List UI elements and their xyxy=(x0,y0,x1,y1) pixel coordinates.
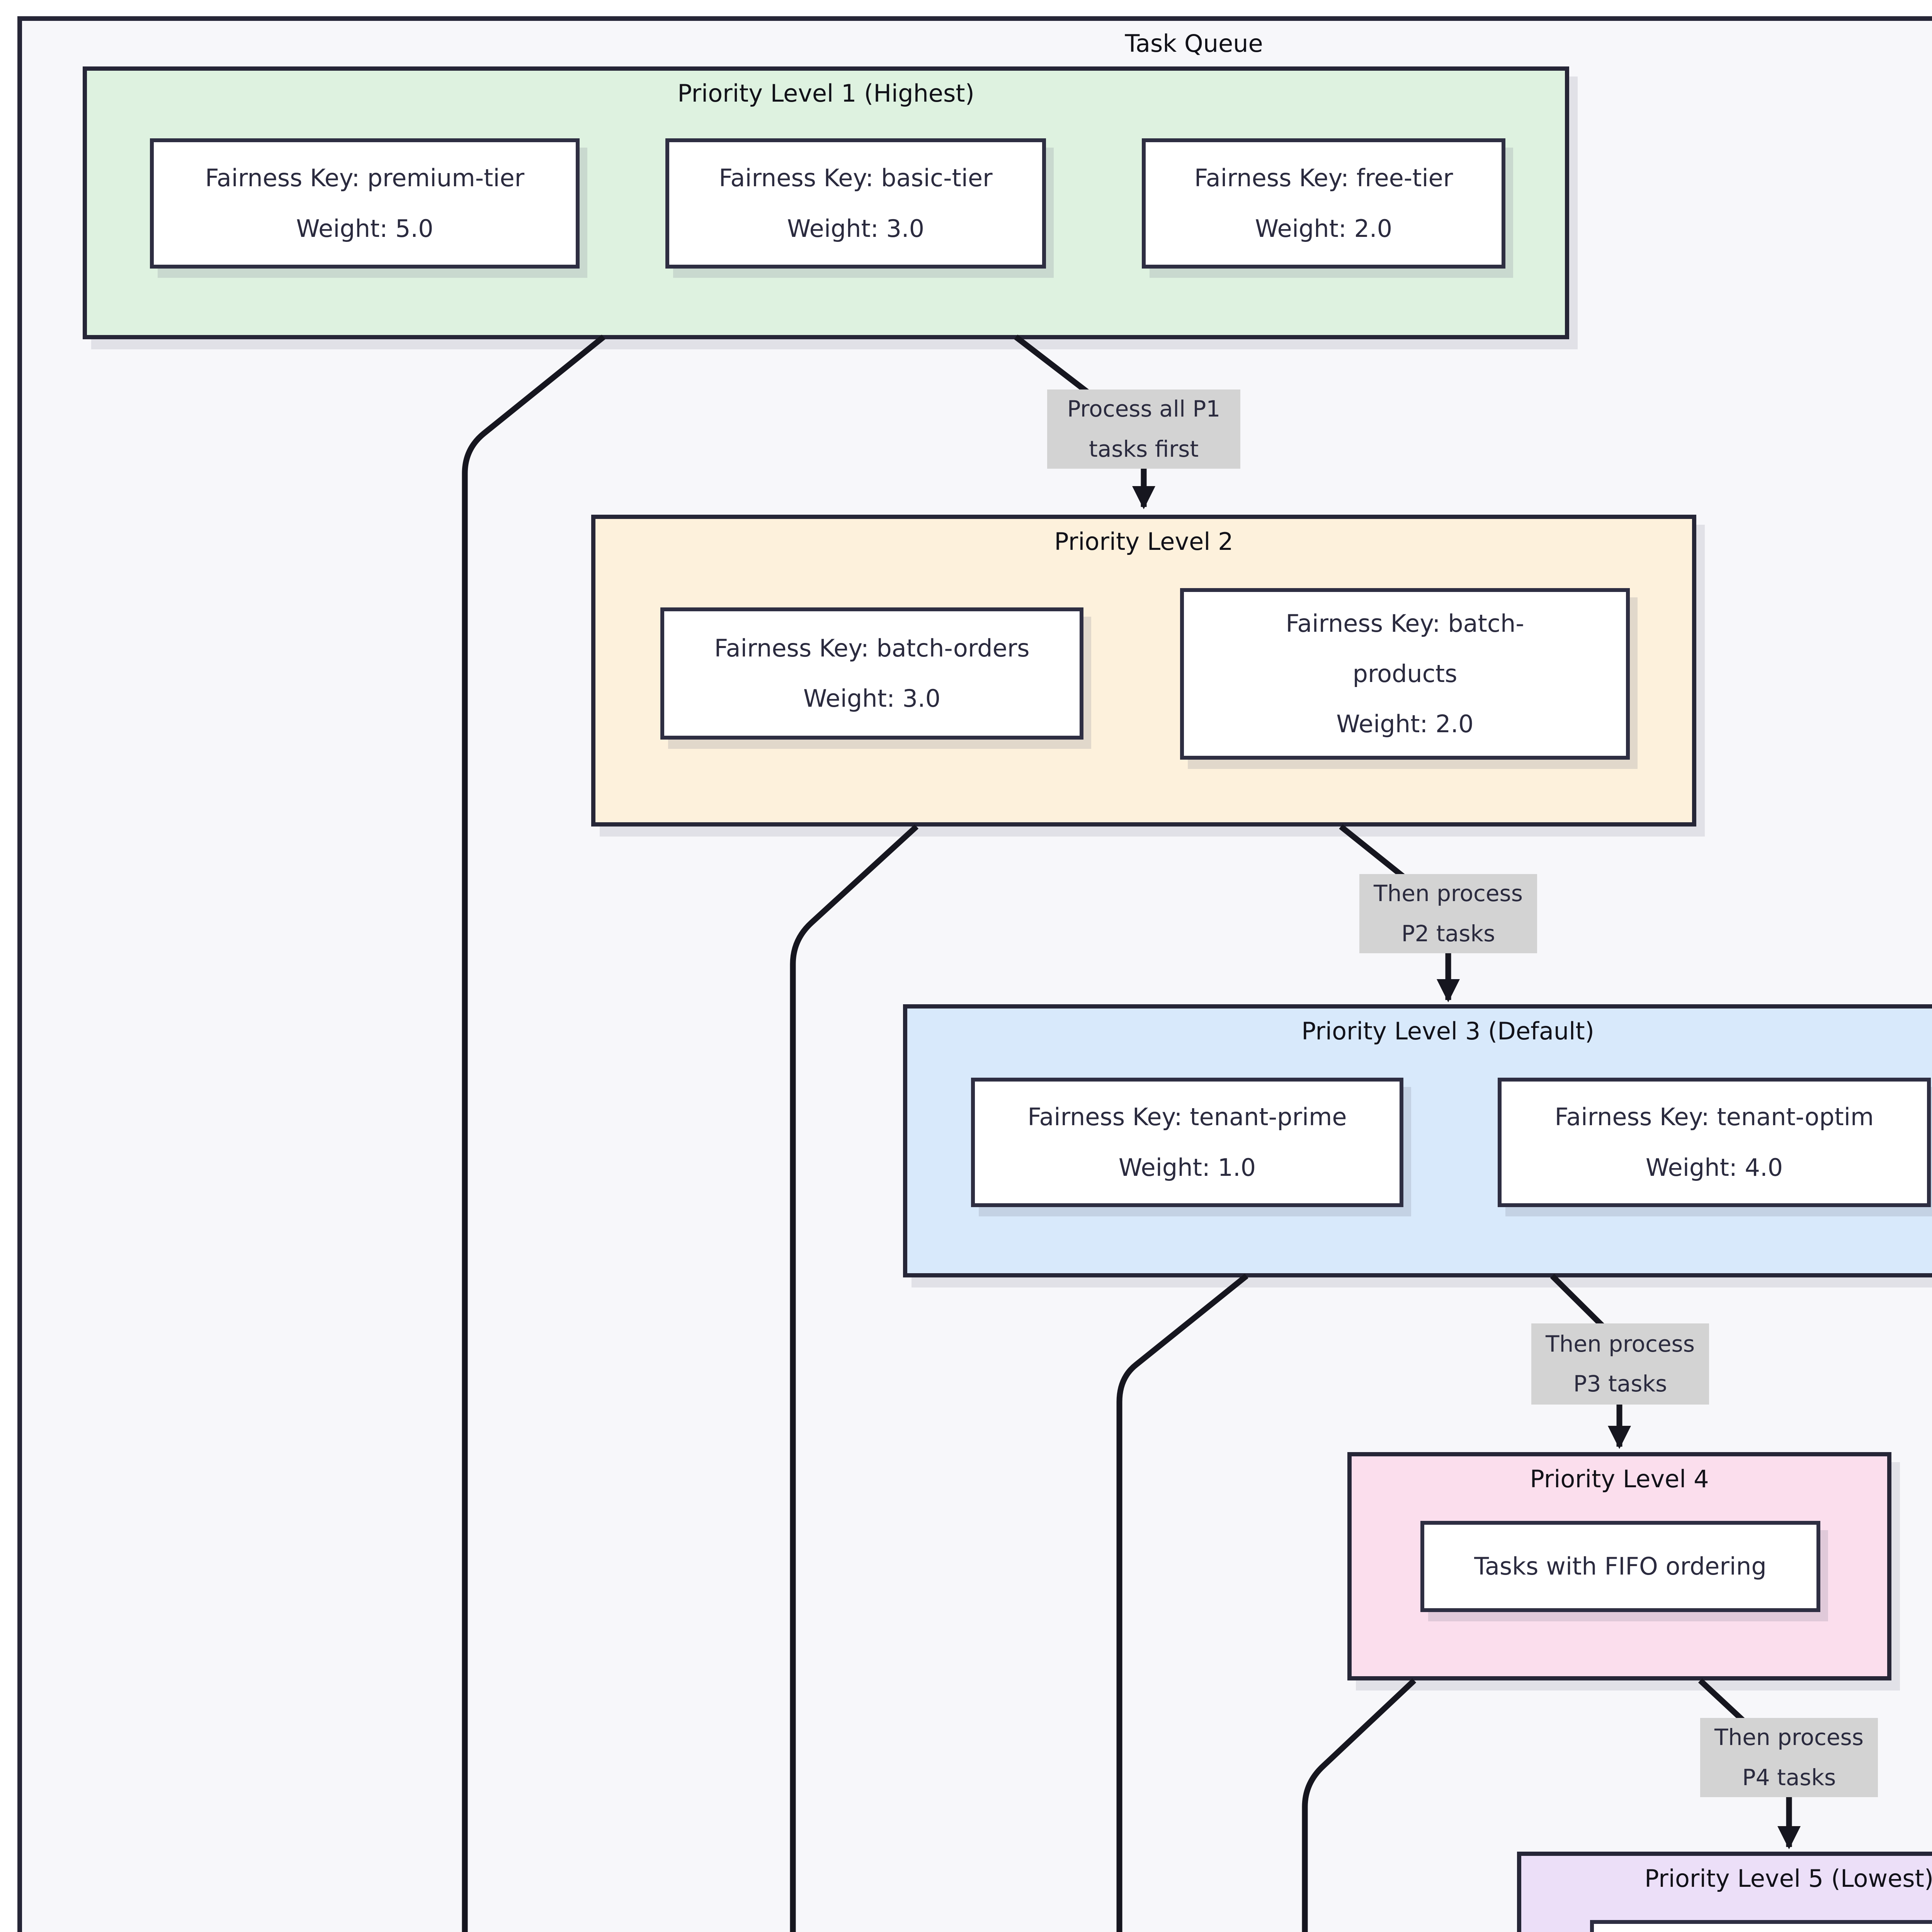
node-p5-fifo-tasks: Tasks with FIFO ordering xyxy=(1590,1920,1932,1932)
edge-label-line: P4 tasks xyxy=(1742,1764,1836,1791)
node-free-tier: Fairness Key: free-tier Weight: 2.0 xyxy=(1142,138,1505,269)
node-tenant-optim: Fairness Key: tenant-optim Weight: 4.0 xyxy=(1498,1078,1931,1207)
edge-p1-to-workers xyxy=(462,335,605,1932)
node-line: Weight: 2.0 xyxy=(1255,214,1393,243)
subgraph-title-priority-level-2: Priority Level 2 xyxy=(1054,527,1233,556)
edge-label-line: Then process xyxy=(1374,880,1523,907)
node-line: Fairness Key: batch-orders xyxy=(714,634,1030,662)
edge-label-process-all-p1: Process all P1 tasks first xyxy=(1047,389,1240,469)
node-batch-products: Fairness Key: batch- products Weight: 2.… xyxy=(1180,588,1630,760)
edge-label-then-process-p3: Then process P3 tasks xyxy=(1531,1323,1709,1405)
edge-p2-to-workers xyxy=(790,824,919,1932)
node-line: Fairness Key: batch- xyxy=(1286,609,1524,638)
node-basic-tier: Fairness Key: basic-tier Weight: 3.0 xyxy=(665,138,1046,269)
node-line: Weight: 1.0 xyxy=(1118,1153,1256,1182)
subgraph-title-priority-level-4: Priority Level 4 xyxy=(1530,1465,1709,1493)
edge-label-line: Process all P1 xyxy=(1067,396,1221,422)
edge-label-line: P2 tasks xyxy=(1401,920,1495,947)
edge-label-line: Then process xyxy=(1714,1724,1864,1751)
edge-label-line: P3 tasks xyxy=(1573,1371,1667,1397)
node-line: Weight: 4.0 xyxy=(1645,1153,1783,1182)
edge-label-then-process-p2: Then process P2 tasks xyxy=(1359,874,1537,953)
node-line: Fairness Key: premium-tier xyxy=(205,164,525,192)
node-batch-orders: Fairness Key: batch-orders Weight: 3.0 xyxy=(660,607,1083,740)
edge-label-then-process-p4: Then process P4 tasks xyxy=(1700,1718,1878,1797)
node-line: Weight: 5.0 xyxy=(296,214,434,243)
edge-p3-to-workers xyxy=(1116,1274,1248,1932)
node-premium-tier: Fairness Key: premium-tier Weight: 5.0 xyxy=(150,138,580,269)
node-line: Fairness Key: tenant-optim xyxy=(1554,1103,1874,1131)
edge-p4-to-workers xyxy=(1302,1678,1417,1932)
node-line: Fairness Key: basic-tier xyxy=(719,164,993,192)
subgraph-priority-level-5: Priority Level 5 (Lowest) xyxy=(1517,1852,1932,1932)
edge-label-line: tasks first xyxy=(1088,435,1199,462)
diagram-title: Task Queue xyxy=(1125,29,1263,58)
node-line: Weight: 2.0 xyxy=(1336,710,1474,738)
node-tenant-prime: Fairness Key: tenant-prime Weight: 1.0 xyxy=(971,1078,1403,1207)
node-line: Tasks with FIFO ordering xyxy=(1474,1552,1767,1580)
node-p4-fifo-tasks: Tasks with FIFO ordering xyxy=(1420,1521,1820,1612)
subgraph-title-priority-level-5: Priority Level 5 (Lowest) xyxy=(1644,1864,1932,1893)
node-line: Weight: 3.0 xyxy=(803,684,941,713)
subgraph-title-priority-level-3: Priority Level 3 (Default) xyxy=(1301,1017,1594,1045)
node-line: Weight: 3.0 xyxy=(787,214,925,243)
node-line: products xyxy=(1352,659,1458,688)
node-line: Fairness Key: free-tier xyxy=(1194,164,1453,192)
edge-label-line: Then process xyxy=(1546,1330,1695,1357)
node-line: Fairness Key: tenant-prime xyxy=(1027,1103,1347,1131)
subgraph-title-priority-level-1: Priority Level 1 (Highest) xyxy=(677,79,975,107)
